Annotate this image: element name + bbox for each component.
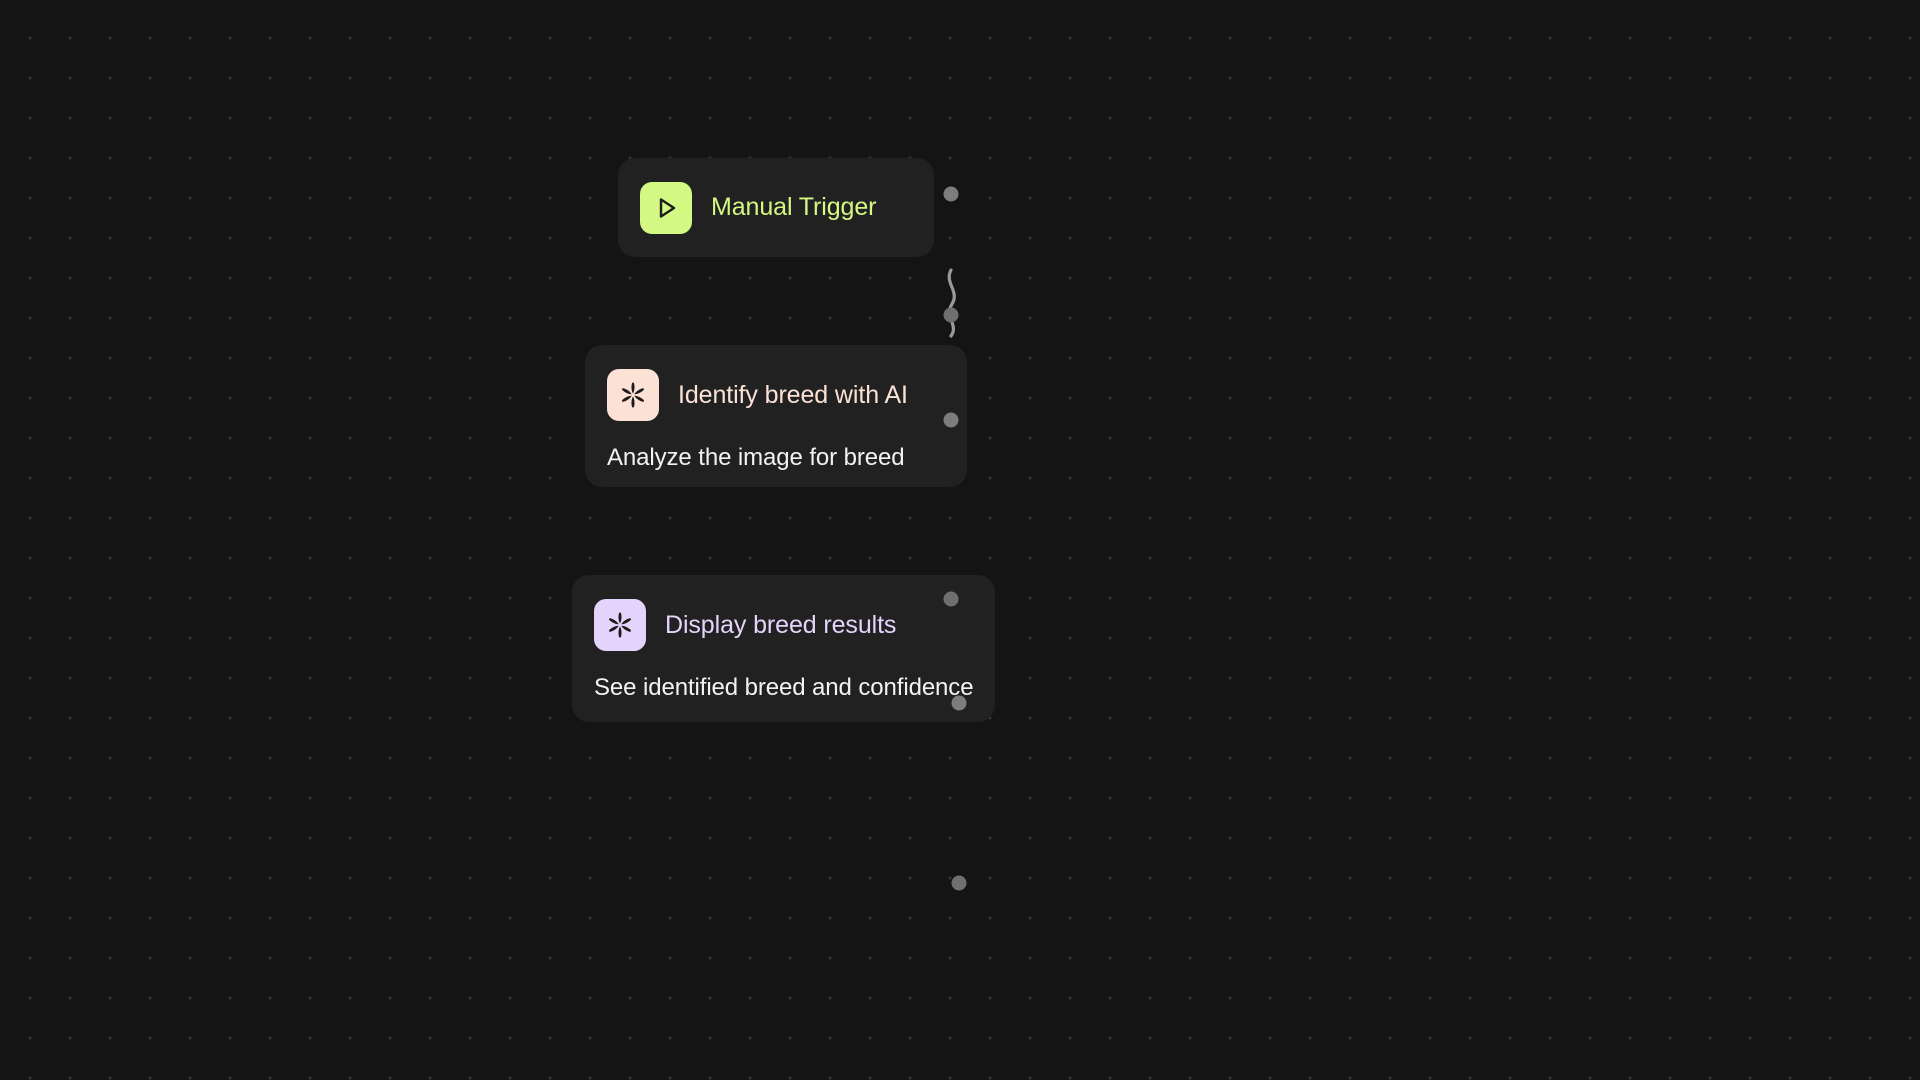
node-identify-breed[interactable]: Identify breed with AI Analyze the image… [585,345,967,487]
port-display-bottom[interactable] [951,875,967,891]
node-subtitle: Analyze the image for breed [607,444,905,471]
node-manual-trigger[interactable]: Manual Trigger [618,158,934,257]
connector-trigger-to-identify [947,268,956,338]
node-title: Display breed results [665,610,897,639]
node-header: Identify breed with AI [607,369,967,421]
port-identify-top[interactable] [943,412,959,428]
port-trigger-bottom[interactable] [943,307,959,323]
play-icon [640,181,692,234]
port-display-top[interactable] [951,695,967,711]
node-display-results[interactable]: Display breed results See identified bre… [572,575,995,722]
node-title: Identify breed with AI [678,380,908,409]
port-identify-bottom[interactable] [943,591,959,607]
sparkle-asterisk-icon [607,369,659,421]
node-title: Manual Trigger [711,193,877,221]
node-header: Display breed results [594,599,995,651]
sparkle-asterisk-icon [594,599,646,651]
node-subtitle: See identified breed and confidence [594,674,974,701]
port-trigger-top[interactable] [943,186,959,202]
